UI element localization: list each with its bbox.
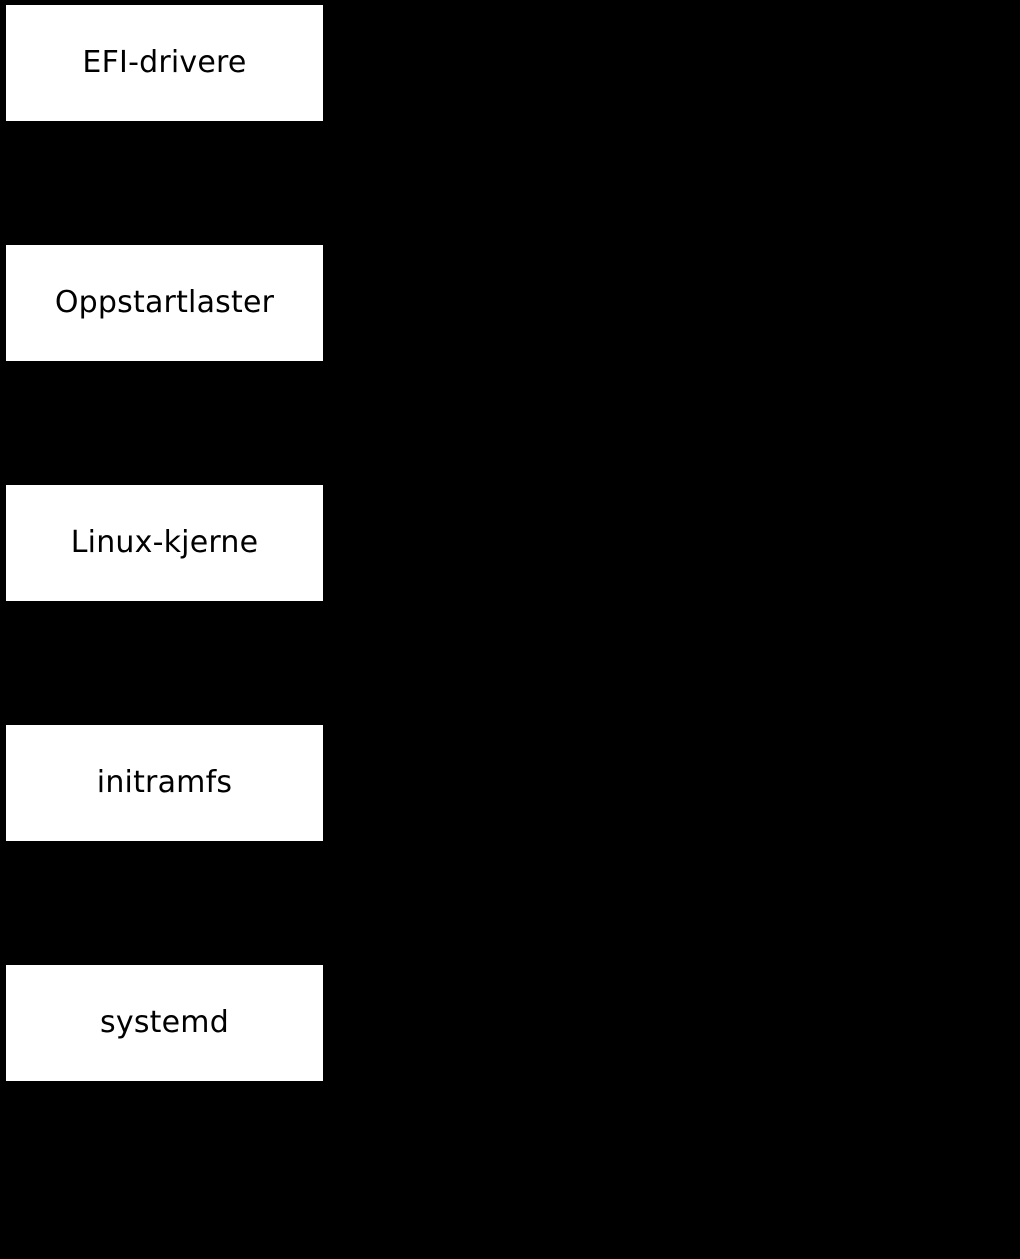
- flow-node-label: Oppstartlaster: [54, 285, 275, 320]
- flow-node-label: Linux-kjerne: [70, 525, 259, 560]
- flow-node-efi-drivere: EFI-drivere: [6, 5, 323, 121]
- flow-node-systemd: systemd: [6, 965, 323, 1081]
- flow-node-label: systemd: [100, 1005, 229, 1040]
- flow-node-label: EFI-drivere: [82, 45, 247, 80]
- flow-node-linux-kjerne: Linux-kjerne: [6, 485, 323, 601]
- flow-node-label: initramfs: [96, 765, 233, 800]
- flow-node-oppstartlaster: Oppstartlaster: [6, 245, 323, 361]
- flow-node-initramfs: initramfs: [6, 725, 323, 841]
